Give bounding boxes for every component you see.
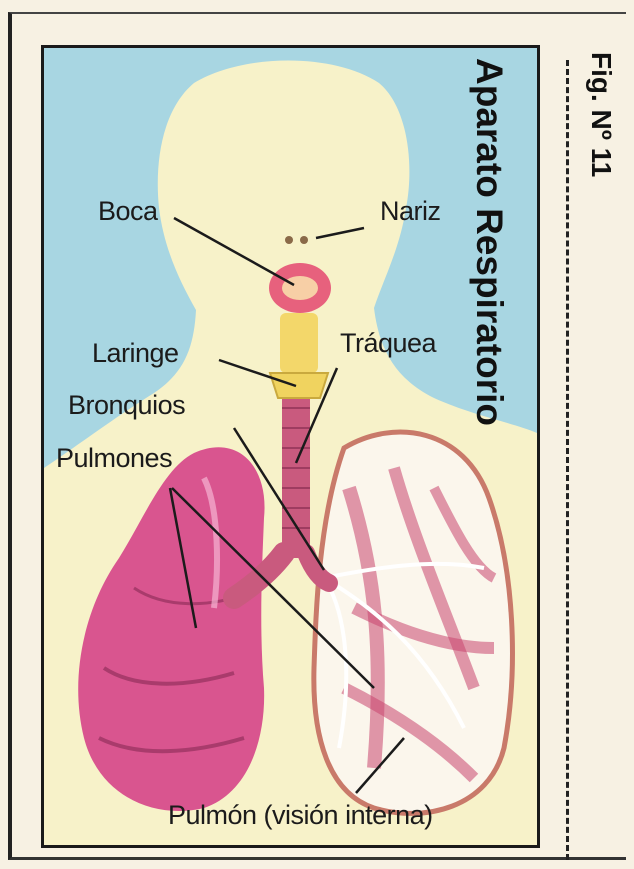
dashed-cut-line bbox=[566, 60, 569, 860]
illustration-frame: Boca Nariz Laringe Tráquea Bronquios Pul… bbox=[41, 45, 540, 848]
title-text: Aparato Respiratorio bbox=[468, 58, 510, 426]
figure-number: Fig. Nº 11 bbox=[585, 52, 617, 182]
mouth-graphic bbox=[269, 263, 331, 313]
label-pulmones: Pulmones bbox=[56, 443, 172, 474]
page-title: Aparato Respiratorio bbox=[468, 58, 524, 538]
label-traquea: Tráquea bbox=[340, 328, 436, 359]
label-boca: Boca bbox=[98, 196, 158, 227]
label-bronquios: Bronquios bbox=[68, 390, 185, 421]
label-laringe: Laringe bbox=[92, 338, 179, 369]
figure-number-text: Fig. Nº 11 bbox=[585, 52, 617, 177]
label-pulmon-interna: Pulmón (visión interna) bbox=[168, 800, 433, 831]
label-nariz: Nariz bbox=[380, 196, 441, 227]
